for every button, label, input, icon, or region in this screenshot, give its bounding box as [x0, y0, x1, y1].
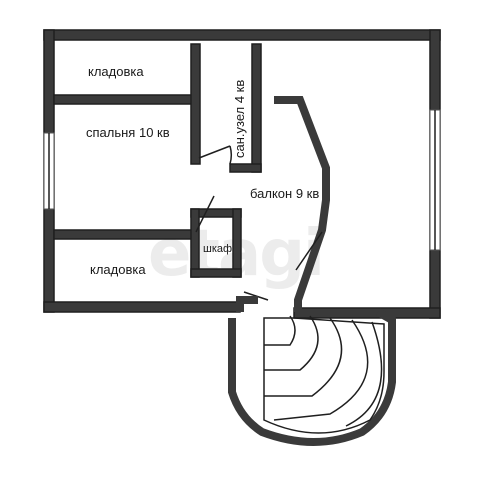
balcony-partition [274, 96, 330, 312]
room-label-storage-bottom: кладовка [90, 262, 146, 277]
room-label-storage-top: кладовка [88, 64, 144, 79]
room-label-closet: шкаф [203, 243, 232, 255]
room-label-bedroom: спальня 10 кв [86, 125, 170, 140]
windows [43, 109, 441, 251]
room-label-bathroom: сан.узел 4 кв [232, 80, 247, 158]
staircase [228, 296, 396, 446]
interior-walls [53, 43, 262, 278]
room-label-balcony: балкон 9 кв [250, 186, 319, 201]
